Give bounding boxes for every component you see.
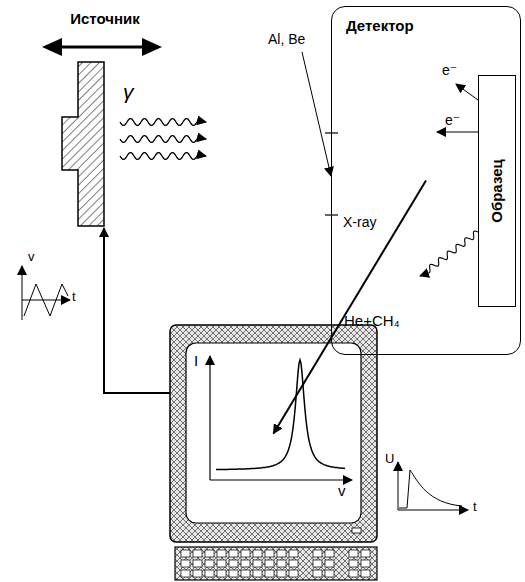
key [229, 570, 238, 577]
source-node: Источник [40, 5, 170, 228]
key [289, 560, 298, 567]
axis-label: U [385, 452, 394, 467]
source-title: Источник [40, 10, 170, 27]
key [253, 570, 262, 577]
monitor-button [352, 528, 361, 533]
key [205, 560, 214, 567]
key [325, 560, 334, 567]
key [241, 560, 250, 567]
key [361, 570, 370, 577]
axis-label: v [338, 482, 346, 499]
axis [398, 462, 399, 510]
axis-label: I [194, 352, 198, 369]
key [265, 550, 274, 557]
velocity-wave [24, 284, 68, 316]
key [241, 550, 250, 557]
axis [210, 479, 352, 480]
key [181, 570, 190, 577]
key [289, 550, 298, 557]
leader-line [302, 52, 331, 176]
arrow-head [42, 38, 62, 56]
key [217, 570, 226, 577]
key [253, 550, 262, 557]
key [229, 550, 238, 557]
motion-arrow [58, 46, 147, 49]
axis [22, 300, 70, 301]
key [265, 560, 274, 567]
keyboard [175, 547, 377, 580]
key [205, 570, 214, 577]
sample-title: Образец [488, 159, 505, 222]
key [349, 560, 358, 567]
key [325, 570, 334, 577]
xray-wave-line [420, 231, 478, 276]
key [277, 550, 286, 557]
key [193, 550, 202, 557]
key [217, 550, 226, 557]
signal-pulse [399, 470, 462, 508]
sample-box: Образец [478, 75, 516, 307]
key [265, 570, 274, 577]
gas-label: He+CH₄ [344, 312, 400, 329]
xray-wave [420, 231, 478, 276]
computer-node: Iv [170, 325, 377, 542]
key [193, 560, 202, 567]
key [181, 560, 190, 567]
gamma-rays [120, 119, 206, 160]
arrow-head [142, 38, 162, 56]
key [217, 560, 226, 567]
key [253, 560, 262, 567]
key [277, 570, 286, 577]
gamma-wave [120, 136, 206, 143]
axis-label: v [28, 250, 35, 265]
window-material: Al, Be [268, 31, 305, 47]
key [349, 550, 358, 557]
electron-label: e⁻ [442, 62, 457, 78]
key [313, 550, 322, 557]
connector [104, 228, 170, 393]
gamma-label: γ [123, 80, 134, 104]
connector [274, 181, 427, 434]
xray-label: X-ray [343, 214, 376, 230]
electron-arrow [437, 132, 478, 133]
key [229, 560, 238, 567]
key [205, 550, 214, 557]
axis-label: t [72, 290, 76, 305]
gamma-wave [120, 119, 206, 126]
axis [22, 266, 23, 320]
key [361, 560, 370, 567]
gamma-wave [120, 153, 206, 160]
key [361, 550, 370, 557]
axis-label: t [473, 500, 477, 515]
axis [209, 356, 210, 480]
axis [398, 510, 468, 511]
key [325, 550, 334, 557]
detector-title: Детектор [346, 17, 414, 34]
spectrum-curve [216, 360, 345, 470]
electron-arrow [456, 84, 478, 100]
key [181, 550, 190, 557]
key [193, 570, 202, 577]
key [313, 570, 322, 577]
keyboard-keys [181, 550, 370, 577]
key [241, 570, 250, 577]
detector-box: ДетекторHe+CH₄ Образец [331, 6, 521, 355]
key [349, 570, 358, 577]
electron-label: e⁻ [445, 112, 460, 128]
key [277, 560, 286, 567]
key [313, 560, 322, 567]
key [289, 570, 298, 577]
source-body [62, 62, 104, 226]
